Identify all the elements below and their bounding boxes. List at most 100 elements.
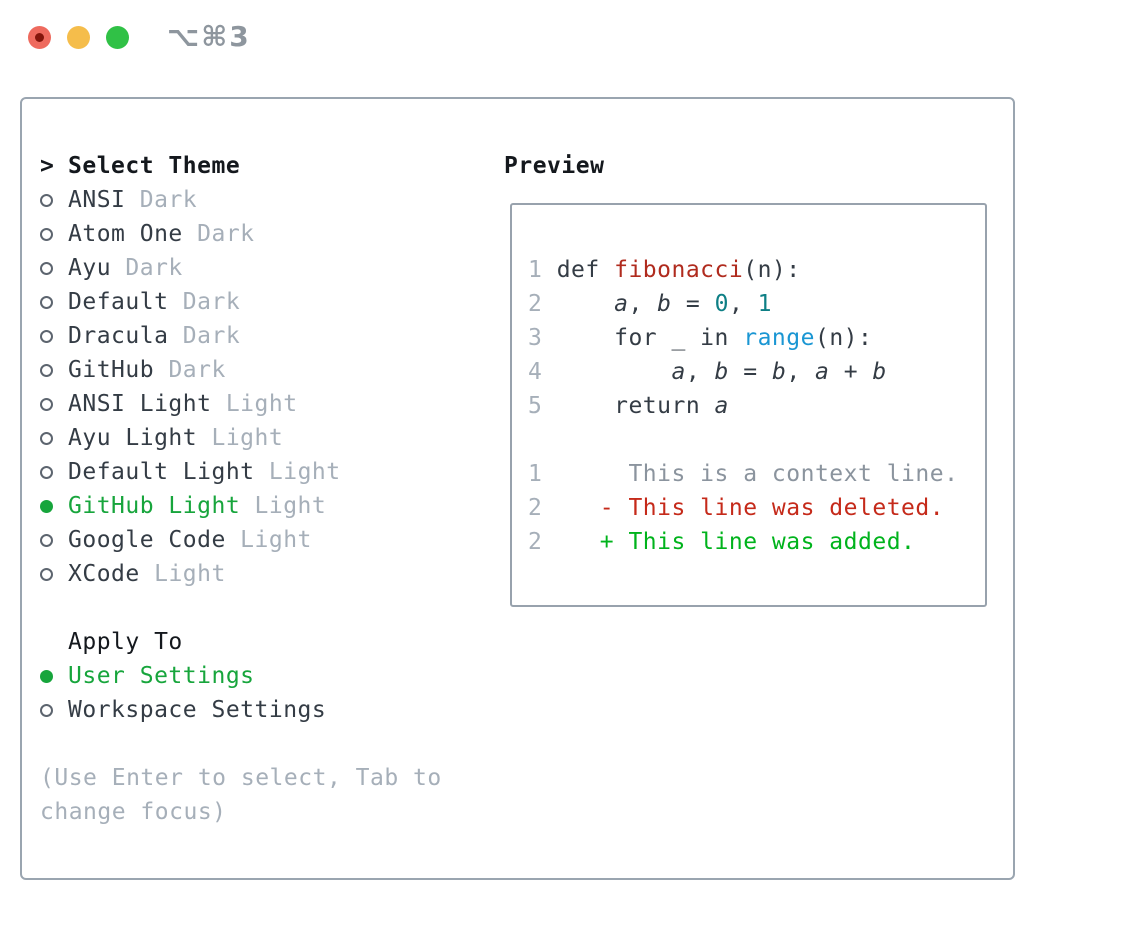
select-theme-title: Select Theme <box>68 153 241 179</box>
theme-variant-label: Light <box>268 459 341 485</box>
theme-name: Google Code <box>68 527 241 553</box>
theme-name: ANSI Light <box>68 391 226 417</box>
apply-option-workspace-settings[interactable]: Workspace Settings <box>40 693 490 727</box>
code-segment-num: 5 <box>528 393 543 419</box>
radio-unselected-icon <box>40 261 53 275</box>
select-theme-header: > Select Theme <box>40 149 490 183</box>
apply-to-header: Apply To <box>68 629 183 655</box>
radio-unselected-icon <box>40 431 53 445</box>
code-segment-num: 4 <box>528 359 543 385</box>
theme-variant-label: Dark <box>182 289 241 315</box>
code-line-2: 2 a, b = 0, 1 <box>528 287 958 321</box>
theme-name: Dracula <box>68 323 183 349</box>
code-segment-num: 2 <box>528 495 543 521</box>
theme-option-atom-one[interactable]: Atom One Dark <box>40 217 490 251</box>
code-segment-var: a <box>714 393 729 419</box>
hint-text-line1: (Use Enter to select, Tab to <box>40 765 442 791</box>
code-line-6 <box>528 423 958 457</box>
radio-unselected-icon <box>40 465 53 479</box>
theme-variant-label: Dark <box>182 323 241 349</box>
code-segment-num: 3 <box>528 325 543 351</box>
theme-name: Default Light <box>68 459 269 485</box>
keyboard-shortcut-label: ⌥⌘3 <box>167 20 251 53</box>
spacer <box>40 727 490 761</box>
close-button[interactable] <box>28 26 51 49</box>
code-segment-plain: (n): <box>743 257 801 283</box>
code-segment-add: + This line was added. <box>599 529 916 555</box>
code-line-8: 2 - This line was deleted. <box>528 491 958 525</box>
code-segment-plain: , <box>728 291 758 317</box>
theme-option-ansi-light[interactable]: ANSI Light Light <box>40 387 490 421</box>
theme-option-default[interactable]: Default Dark <box>40 285 490 319</box>
code-segment-var: a <box>614 291 629 317</box>
code-segment-plain: , <box>786 359 816 385</box>
theme-option-default-light[interactable]: Default Light Light <box>40 455 490 489</box>
theme-option-github[interactable]: GitHub Dark <box>40 353 490 387</box>
radio-unselected-icon <box>40 227 53 241</box>
radio-unselected-icon <box>40 397 53 411</box>
code-segment-plain: = <box>671 291 715 317</box>
theme-name: ANSI <box>68 187 140 213</box>
code-segment-builtin: range <box>743 325 815 351</box>
radio-unselected-icon <box>40 703 53 717</box>
code-segment-var: b <box>657 291 672 317</box>
code-line-1: 1 def fibonacci(n): <box>528 253 958 287</box>
minimize-button[interactable] <box>67 26 90 49</box>
code-segment-plain <box>542 291 614 317</box>
close-button-dot-icon <box>35 33 44 42</box>
theme-option-dracula[interactable]: Dracula Dark <box>40 319 490 353</box>
code-segment-var: b <box>872 359 887 385</box>
theme-name: XCode <box>68 561 155 587</box>
theme-variant-label: Light <box>154 561 226 587</box>
apply-option-user-settings[interactable]: User Settings <box>40 659 490 693</box>
theme-option-ayu-light[interactable]: Ayu Light Light <box>40 421 490 455</box>
preview-title: Preview <box>504 153 605 179</box>
code-segment-plain <box>542 359 671 385</box>
prompt-chevron-icon: > <box>40 153 55 179</box>
code-segment-plain: (n): <box>814 325 873 351</box>
code-segment-plain: def <box>556 257 615 283</box>
code-segment-del: - This line was deleted. <box>599 495 945 521</box>
theme-name: Default <box>68 289 183 315</box>
theme-name: Ayu Light <box>68 425 212 451</box>
code-segment-num: 1 <box>528 257 557 283</box>
radio-unselected-icon <box>40 567 53 581</box>
code-segment-lit: 0 <box>714 291 729 317</box>
theme-variant-label: Light <box>254 493 327 519</box>
theme-name: Ayu <box>68 255 126 281</box>
radio-unselected-icon <box>40 295 53 309</box>
theme-name: GitHub <box>68 357 169 383</box>
theme-option-google-code[interactable]: Google Code Light <box>40 523 490 557</box>
theme-option-xcode[interactable]: XCode Light <box>40 557 490 591</box>
radio-unselected-icon <box>40 363 53 377</box>
code-line-7: 1 This is a context line. <box>528 457 958 491</box>
spacer <box>40 591 490 625</box>
hint-text-line2: change focus) <box>40 799 227 825</box>
radio-selected-icon <box>40 669 53 683</box>
theme-name: Atom One <box>68 221 198 247</box>
theme-option-github-light[interactable]: GitHub Light Light <box>40 489 490 523</box>
code-line-9: 2 + This line was added. <box>528 525 958 559</box>
code-segment-num: 1 <box>528 461 543 487</box>
code-segment-var: b <box>771 359 787 385</box>
theme-option-ansi[interactable]: ANSI Dark <box>40 183 490 217</box>
theme-variant-label: Light <box>225 391 298 417</box>
theme-variant-label: Dark <box>139 187 198 213</box>
theme-variant-label: Dark <box>125 255 183 281</box>
code-segment-var: b <box>714 359 729 385</box>
code-segment-num: 2 <box>528 529 543 555</box>
code-segment-fn: fibonacci <box>614 257 744 283</box>
theme-variant-label: Light <box>211 425 284 451</box>
code-segment-plain: , <box>628 291 658 317</box>
theme-option-ayu[interactable]: Ayu Dark <box>40 251 490 285</box>
zoom-button[interactable] <box>106 26 129 49</box>
theme-name: GitHub Light <box>68 493 255 519</box>
code-segment-var: a <box>815 359 830 385</box>
code-segment-plain: = <box>728 359 772 385</box>
code-segment-num: 2 <box>528 291 543 317</box>
code-segment-plain: + <box>829 359 873 385</box>
radio-unselected-icon <box>40 533 53 547</box>
